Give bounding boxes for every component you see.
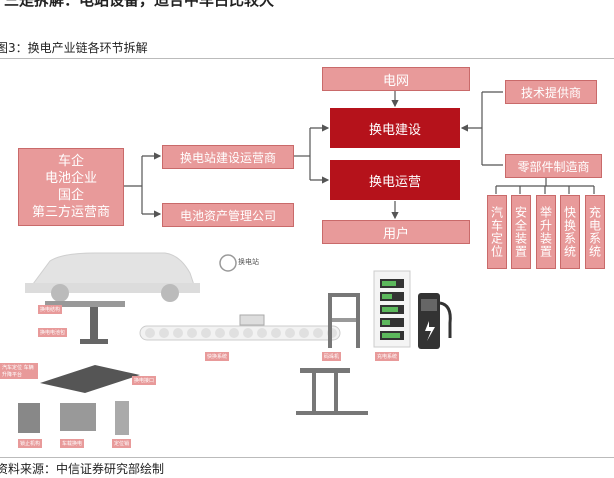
figure-caption: 图3：换电产业链各环节拆解: [0, 41, 148, 55]
user-box: 用户: [322, 220, 470, 244]
label-locating-pin: 定位销: [112, 439, 132, 448]
battery-asset-box: 电池资产管理公司: [162, 203, 294, 227]
source-rule: [0, 457, 614, 458]
label-lock: 锁止机构: [18, 439, 43, 448]
caption-rule: [0, 58, 614, 59]
station-operator-box: 换电站建设运营商: [162, 145, 294, 169]
grid-box: 电网: [322, 67, 470, 91]
part-safety-device: 安全装置: [511, 195, 531, 269]
swap-operate-box: 换电运营: [330, 160, 460, 200]
label-interface: 换电接口: [132, 376, 157, 385]
entity-automaker: 车企: [57, 154, 84, 169]
entity-state-owned: 国企: [57, 188, 84, 203]
header-fragment: 三是拆解：电站设备，适合中车占比较大: [4, 0, 275, 9]
illustration-graphics: [18, 252, 452, 435]
label-battery-pack: 换电电池包: [38, 328, 68, 337]
entity-battery-company: 电池企业: [44, 171, 97, 186]
illustration-area: 换电站 换电结构 换电电池包 汽车定位 车辆升降平台 换电接口 快换系统 码垛机…: [0, 243, 470, 455]
tech-provider-box: 技术提供商: [505, 80, 597, 104]
label-charging: 充电系统: [375, 352, 400, 361]
swap-build-box: 换电建设: [330, 108, 460, 148]
entity-third-party: 第三方运营商: [31, 205, 110, 220]
label-car-platform: 汽车定位 车辆升降平台: [0, 363, 38, 379]
left-entities-box: 车企 电池企业 国企 第三方运营商: [18, 148, 124, 226]
part-vehicle-positioning: 汽车定位: [487, 195, 507, 269]
source-note: 资料来源：中信证券研究部绘制: [0, 462, 165, 476]
station-sign-label: 换电站: [238, 258, 259, 266]
label-battery-structure: 换电结构: [38, 305, 63, 314]
part-lifting-device: 举升装置: [536, 195, 556, 269]
label-swap-system: 快换系统: [205, 352, 230, 361]
parts-maker-box: 零部件制造商: [505, 154, 602, 178]
label-onboard-swap: 车载换电: [60, 439, 85, 448]
label-robot: 码垛机: [322, 352, 342, 361]
part-quick-swap-system: 快换系统: [560, 195, 580, 269]
part-charging-system: 充电系统: [585, 195, 605, 269]
